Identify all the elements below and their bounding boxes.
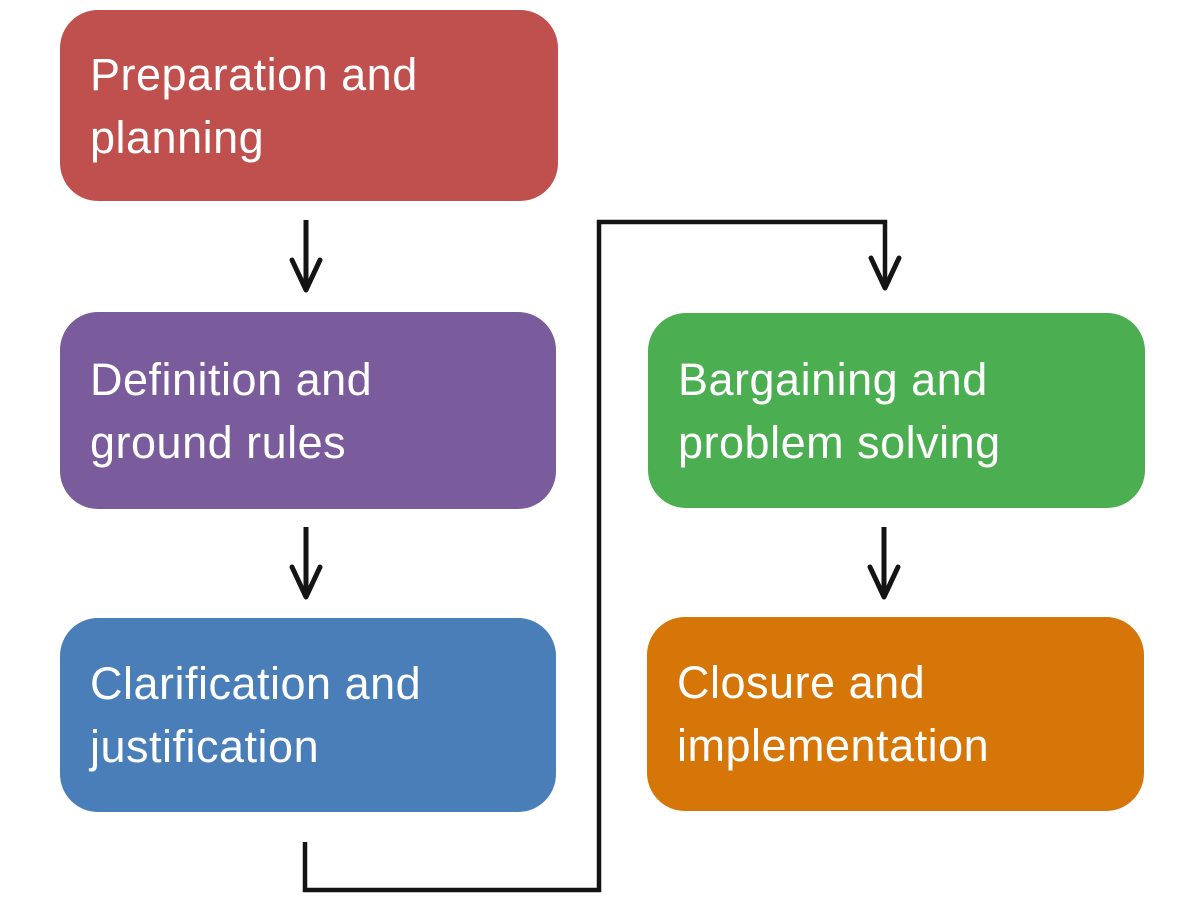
arrow-bargaining-to-closure xyxy=(867,527,901,600)
arrow-definition-to-clarification xyxy=(289,527,323,600)
arrow-preparation-to-definition xyxy=(289,220,323,293)
